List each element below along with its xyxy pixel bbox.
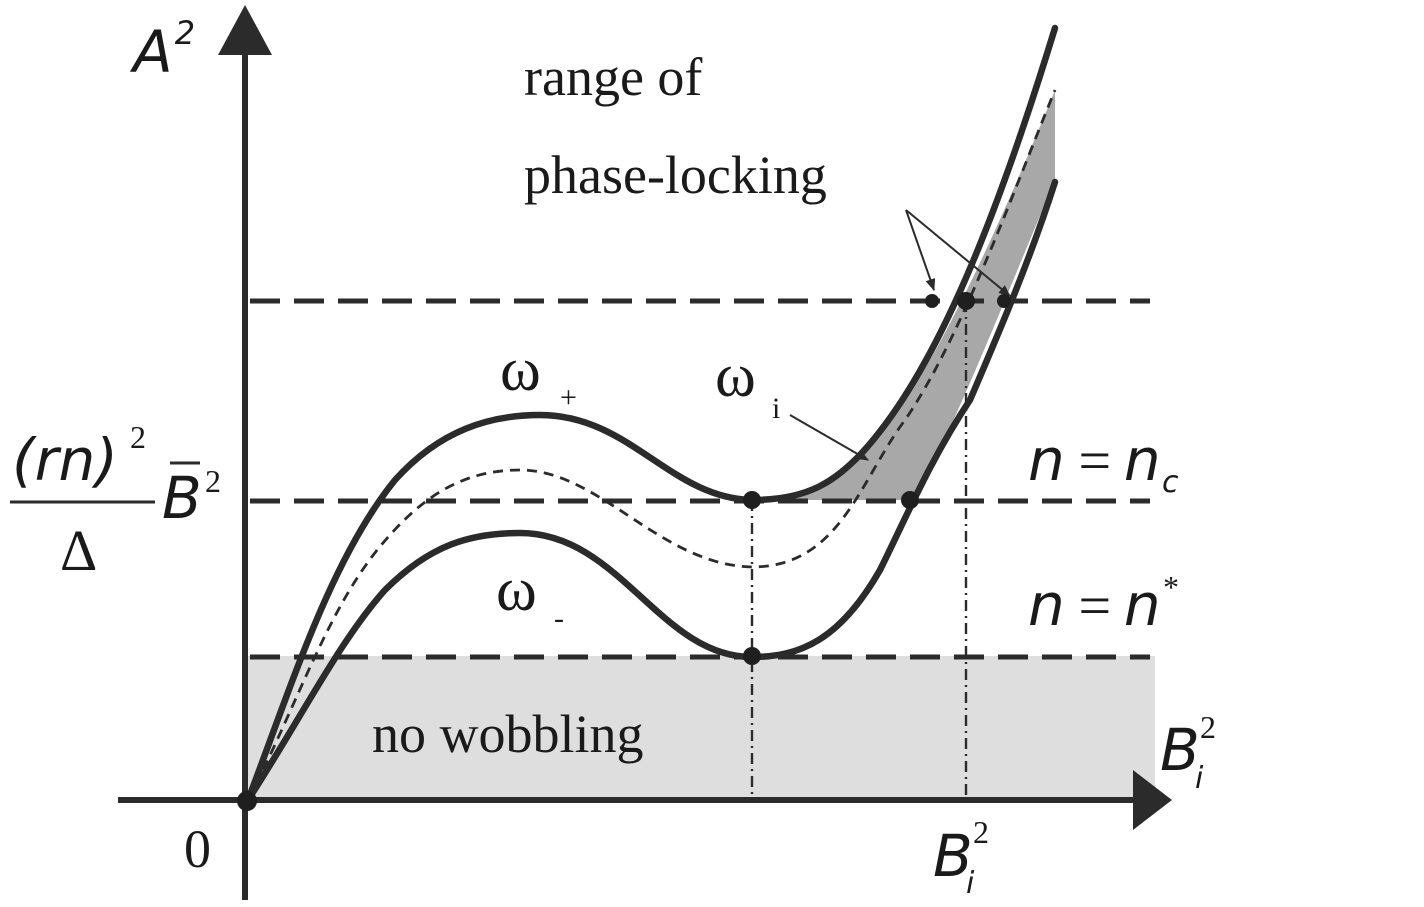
level-label-nc-sub: c — [1162, 465, 1179, 500]
omega-plus-curve — [244, 24, 1059, 804]
x-tick-label: B — [933, 822, 973, 890]
phase-locking-arrow-right — [905, 209, 1011, 297]
point-top-middle — [957, 292, 975, 310]
point-top-right — [997, 294, 1011, 308]
point-nc-right — [901, 491, 919, 509]
no-wobbling-label: no wobbling — [372, 704, 644, 764]
x-tick-label-sub: i — [966, 866, 975, 901]
title-line-2: phase-locking — [524, 145, 827, 205]
no-wobbling-region — [245, 656, 1155, 798]
phase-locking-band — [752, 90, 1055, 500]
level-label-nstar-sup: * — [1163, 569, 1179, 605]
y-tick-numerator: (rn) — [12, 426, 118, 494]
omega-plus-label: ω — [500, 336, 541, 404]
y-tick-denominator: Δ — [60, 518, 97, 583]
omega-i-label-sub: i — [772, 392, 780, 425]
origin-point — [237, 791, 257, 811]
level-label-nc: n=n — [1028, 426, 1161, 494]
omega-i-arrow — [789, 414, 869, 461]
y-tick-factor: B — [162, 464, 202, 532]
level-label-nstar: n=n — [1028, 571, 1161, 639]
point-omega-minus-min — [743, 647, 761, 665]
x-tick-label-sup: 2 — [973, 814, 989, 850]
title-line-1: range of — [524, 47, 702, 107]
origin-label: 0 — [184, 819, 211, 879]
omega-i-curve — [246, 89, 1057, 801]
point-top-left — [925, 294, 939, 308]
y-tick-numerator-sup: 2 — [130, 419, 146, 455]
x-axis-arrowhead — [1133, 770, 1172, 830]
y-axis-label: A2 — [129, 14, 195, 86]
omega-minus-label-sub: - — [554, 602, 564, 635]
omega-plus-label-sub: + — [560, 381, 577, 414]
x-axis-label-sub: i — [1195, 761, 1204, 796]
y-tick-factor-sup: 2 — [205, 463, 221, 499]
x-axis-label: B — [1160, 716, 1200, 784]
y-axis-arrowhead — [218, 5, 272, 55]
omega-i-label: ω — [715, 342, 756, 410]
omega-minus-label: ω — [496, 556, 537, 624]
point-omega-plus-min — [743, 491, 761, 509]
phase-locking-arrow-left — [905, 209, 936, 291]
x-axis-label-sup: 2 — [1200, 709, 1216, 745]
